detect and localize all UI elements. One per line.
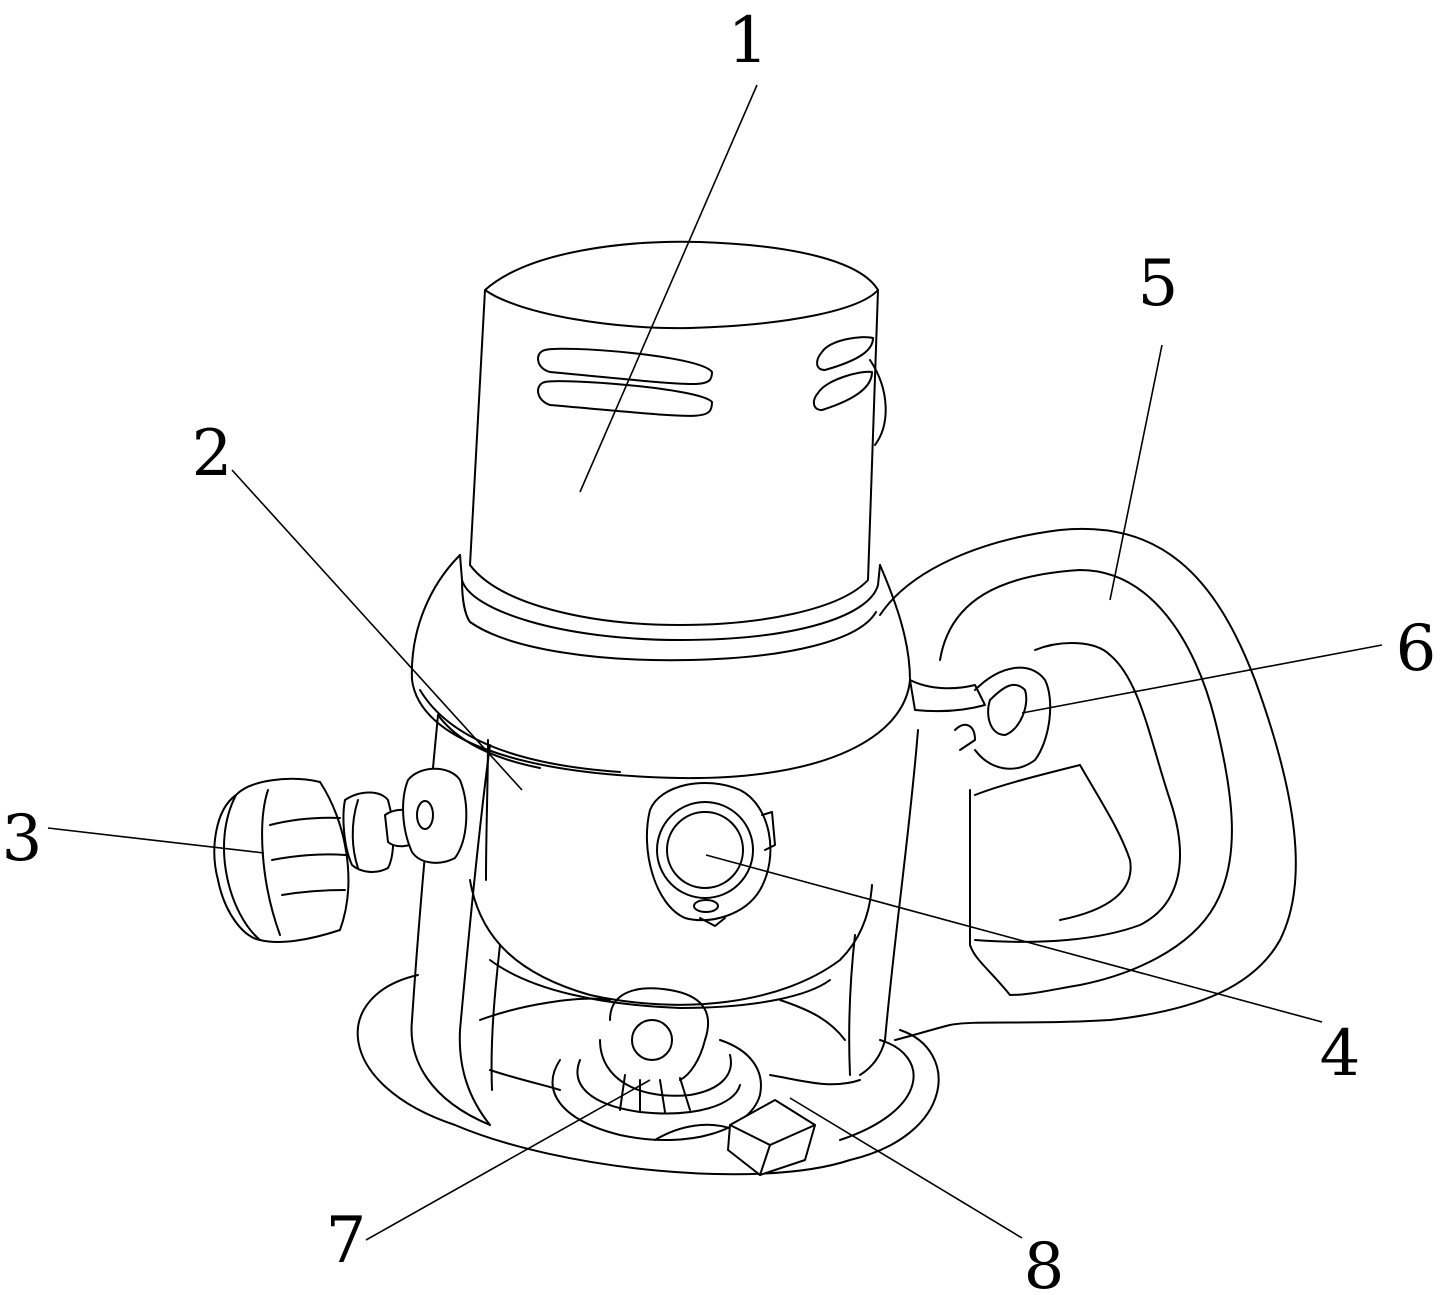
leader-line-1 xyxy=(579,84,758,493)
handle xyxy=(879,527,1297,1041)
label-7: 7 xyxy=(326,1204,367,1278)
leader-line-6 xyxy=(1021,644,1383,714)
lower-body xyxy=(410,714,919,1126)
part-labels: 1 2 3 4 5 6 7 8 xyxy=(2,4,1437,1295)
label-4: 4 xyxy=(1320,1017,1361,1091)
leader-lines xyxy=(47,84,1383,1241)
leader-line-2 xyxy=(231,469,523,791)
label-8: 8 xyxy=(1024,1230,1065,1295)
leader-line-4 xyxy=(705,854,1323,1023)
leader-line-8 xyxy=(789,1097,1023,1239)
leader-line-3 xyxy=(47,827,265,854)
label-5: 5 xyxy=(1138,247,1179,321)
collet-assembly xyxy=(551,987,816,1176)
motor-housing xyxy=(469,240,887,626)
base-plate xyxy=(356,974,940,1176)
label-6: 6 xyxy=(1396,612,1437,686)
leader-line-7 xyxy=(365,1079,651,1241)
label-3: 3 xyxy=(2,802,43,876)
trigger xyxy=(909,666,1052,770)
label-2: 2 xyxy=(192,417,233,491)
depth-knob xyxy=(213,767,468,943)
lock-button xyxy=(646,782,776,927)
label-1: 1 xyxy=(728,4,769,78)
upper-housing xyxy=(410,554,911,881)
leader-line-5 xyxy=(1109,344,1163,601)
